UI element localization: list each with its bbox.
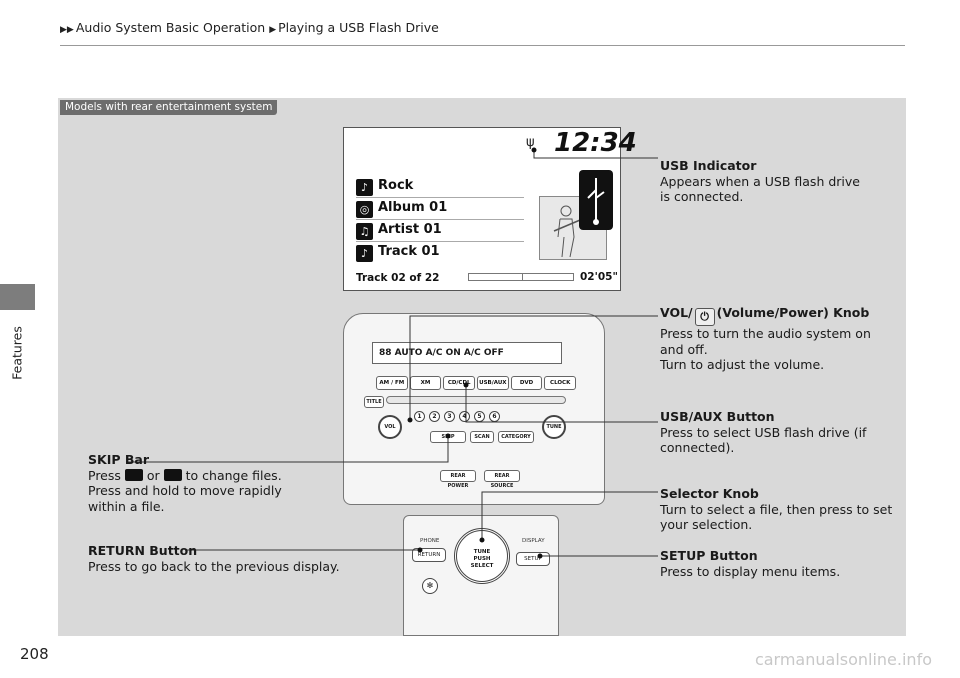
preset-buttons: 1 2 3 4 5 6	[414, 411, 500, 422]
callout-title: RETURN Button	[88, 543, 198, 558]
panel-tag: Models with rear entertainment system	[60, 100, 278, 115]
header-divider	[60, 45, 905, 46]
list-item: ♪ Track 01	[356, 244, 524, 264]
list-item: ♫ Artist 01	[356, 222, 524, 242]
callout-title: USB Indicator	[660, 158, 757, 173]
callout-text: Turn to adjust the volume.	[660, 357, 825, 372]
callout-title: VOL/	[660, 305, 693, 320]
album-icon: ◎	[356, 201, 373, 218]
rear-power-button[interactable]: REAR POWER	[440, 470, 476, 489]
callout-text: Press	[88, 467, 121, 483]
list-item: ♪ Rock	[356, 178, 524, 198]
leader-selector	[481, 491, 658, 540]
list-item-label: Track 01	[378, 244, 440, 259]
leader-vol-knob	[409, 315, 658, 420]
list-item: ◎ Album 01	[356, 200, 524, 220]
breadcrumb-arrow-icon: ▶▶	[60, 25, 74, 35]
callout-text: Turn to select a file, then press to set	[660, 501, 893, 517]
climate-lcd: 88 AUTO A/C ON A/C OFF	[372, 342, 562, 364]
page-number: 208	[20, 645, 49, 663]
am-fm-button[interactable]: AM / FM	[376, 376, 408, 390]
callout-text: connected).	[660, 440, 735, 455]
title-button[interactable]: TITLE	[364, 396, 384, 408]
callout-vol-knob: VOL/⏻(Volume/Power) Knob Press to turn t…	[660, 305, 871, 373]
callout-text: or	[146, 467, 160, 483]
callout-title: (Volume/Power) Knob	[716, 305, 870, 320]
elapsed-time: 02'05"	[580, 271, 618, 283]
list-item-label: Album 01	[378, 200, 448, 215]
callout-text: and off.	[660, 341, 708, 357]
callout-text: your selection.	[660, 517, 753, 532]
callout-setup-button: SETUP Button Press to display menu items…	[660, 548, 840, 579]
disc-slot	[386, 396, 566, 404]
dvd-button[interactable]: DVD	[510, 376, 543, 390]
rear-source-button[interactable]: REAR SOURCE	[484, 470, 520, 489]
power-icon: ⏻	[694, 308, 715, 326]
audio-head-unit: 88 AUTO A/C ON A/C OFF AM / FM XM CD/CDL…	[343, 313, 605, 505]
usb-aux-button[interactable]: USB/AUX	[477, 376, 509, 390]
category-button[interactable]: CATEGORY	[498, 431, 534, 443]
callout-text: Press to select USB flash drive (if	[660, 424, 867, 440]
usb-device-icon	[579, 170, 613, 230]
clock-button[interactable]: CLOCK	[544, 376, 577, 390]
vol-power-knob[interactable]: VOL	[378, 415, 402, 439]
breadcrumb-arrow-icon: ▶	[269, 25, 277, 35]
callout-text: Press to display menu items.	[660, 563, 841, 579]
callout-usb-indicator: USB Indicator Appears when a USB flash d…	[660, 158, 860, 205]
callout-text: is connected.	[660, 189, 744, 204]
clock-display: 12:34	[554, 128, 637, 158]
breadcrumb: ▶▶Audio System Basic Operation ▶Playing …	[60, 20, 439, 35]
callout-text: Appears when a USB flash drive	[660, 173, 860, 189]
usb-indicator-icon: ψ	[526, 135, 535, 150]
audio-screen: ψ 12:34 ♪ Rock ◎ Album 01 ♫ Artist 01 ♪ …	[343, 127, 637, 291]
skip-back-icon	[124, 468, 143, 481]
breadcrumb-item-2[interactable]: Playing a USB Flash Drive	[278, 20, 439, 35]
track-counter: Track 02 of 22	[356, 272, 440, 284]
preset-button[interactable]: 1	[414, 411, 425, 422]
section-tab	[0, 284, 35, 310]
music-icon: ♪	[356, 179, 373, 196]
callout-text: Press to turn the audio system on	[660, 326, 871, 341]
breadcrumb-item-1[interactable]: Audio System Basic Operation	[75, 20, 266, 35]
callout-selector-knob: Selector Knob Turn to select a file, the…	[660, 486, 892, 533]
callout-title: SKIP Bar	[88, 452, 149, 467]
leader-usb-aux	[465, 385, 658, 423]
preset-button[interactable]: 2	[429, 411, 440, 422]
leader-usb-indicator	[533, 150, 658, 159]
skip-forward-icon	[163, 468, 182, 481]
artist-icon: ♫	[356, 223, 373, 240]
scan-button[interactable]: SCAN	[470, 431, 494, 443]
fan-icon[interactable]: ✻	[422, 578, 438, 594]
callout-text: Press and hold to move rapidly	[88, 483, 282, 498]
callout-text: to change files.	[185, 467, 282, 483]
list-item-label: Artist 01	[378, 222, 442, 237]
track-icon: ♪	[356, 245, 373, 262]
list-item-label: Rock	[378, 178, 414, 193]
tune-knob[interactable]: TUNE	[542, 415, 566, 439]
progress-bar	[468, 273, 574, 281]
callout-title: SETUP Button	[660, 548, 758, 563]
callout-usb-aux: USB/AUX Button Press to select USB flash…	[660, 409, 866, 456]
phone-label: PHONE	[420, 538, 440, 544]
callout-text: within a file.	[88, 498, 165, 514]
callout-skip-bar: SKIP Bar Press or to change files. Press…	[88, 452, 282, 514]
callout-title: USB/AUX Button	[660, 409, 775, 424]
leader-skip	[126, 436, 449, 463]
callout-title: Selector Knob	[660, 486, 759, 501]
watermark: carmanualsonline.info	[754, 650, 932, 669]
callout-return-button: RETURN Button Press to go back to the pr…	[88, 543, 340, 574]
callout-text: Press to go back to the previous display…	[88, 558, 340, 574]
preset-button[interactable]: 4	[459, 411, 470, 422]
preset-button[interactable]: 3	[444, 411, 455, 422]
display-label: DISPLAY	[522, 538, 545, 544]
